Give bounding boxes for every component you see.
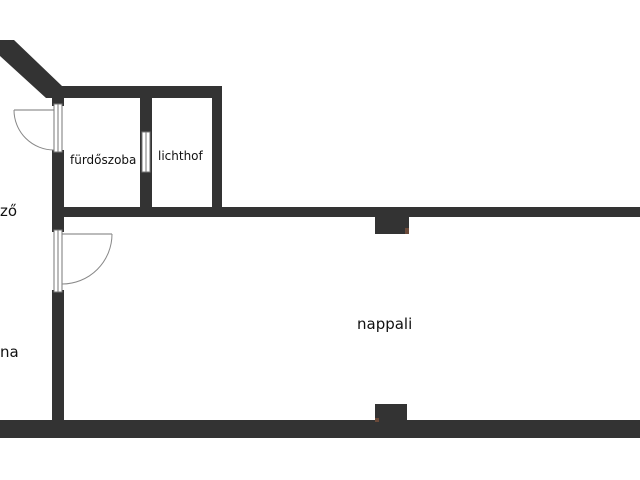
label-left-partial-upper: ző bbox=[0, 202, 17, 220]
label-lichthof: lichthof bbox=[158, 149, 204, 163]
pillar-bottom-accent bbox=[375, 418, 379, 422]
pillar-top bbox=[375, 216, 409, 234]
label-bathroom: fürdőszoba bbox=[70, 153, 136, 167]
label-living-room: nappali bbox=[357, 315, 412, 333]
wall-left-upper bbox=[52, 92, 64, 106]
wall-left-middle bbox=[52, 150, 64, 232]
door-living-arc bbox=[61, 233, 113, 285]
pillar-top-accent bbox=[405, 228, 409, 234]
wall-diagonal-top-left bbox=[0, 40, 62, 98]
pillar-bottom bbox=[375, 404, 407, 422]
wall-lichthof-right bbox=[212, 86, 222, 212]
wall-bottom bbox=[0, 420, 640, 438]
door-bathroom-arc bbox=[13, 109, 55, 151]
wall-left-lower bbox=[52, 290, 64, 430]
wall-living-top bbox=[62, 207, 640, 217]
label-left-partial-lower: na bbox=[0, 343, 19, 361]
wall-top-rooms bbox=[54, 86, 222, 98]
